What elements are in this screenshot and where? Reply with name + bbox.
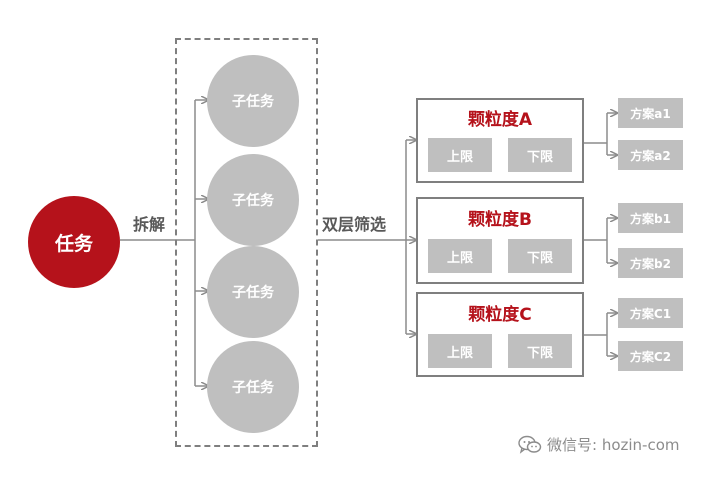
decompose-label: 拆解 — [133, 215, 166, 234]
granularity-box-a: 颗粒度A 上限 下限 — [416, 98, 584, 183]
subtask-node-3: 子任务 — [207, 246, 299, 338]
bound-upper-box: 上限 — [428, 138, 492, 172]
plan-label: 方案a2 — [630, 148, 671, 163]
plan-label: 方案C1 — [629, 306, 672, 321]
subtask-node-2: 子任务 — [207, 154, 299, 246]
bound-lower-box: 下限 — [508, 334, 572, 368]
plan-node-c1: 方案C1 — [618, 298, 683, 328]
subtask-label: 子任务 — [232, 380, 274, 396]
subtask-group-box — [175, 38, 318, 447]
task-label: 任务 — [54, 232, 93, 255]
subtask-label: 子任务 — [232, 285, 274, 301]
granularity-box-c: 颗粒度C 上限 下限 — [416, 292, 584, 377]
subtask-node-1: 子任务 — [207, 55, 299, 147]
bound-upper-box: 上限 — [428, 334, 492, 368]
granularity-title: 颗粒度B — [468, 209, 532, 230]
subtask-label: 子任务 — [232, 193, 274, 209]
subtask-label: 子任务 — [232, 94, 274, 110]
plan-node-b1: 方案b1 — [618, 203, 683, 233]
plan-label: 方案C2 — [629, 349, 672, 364]
plan-label: 方案b2 — [630, 256, 671, 271]
wechat-icon — [518, 435, 542, 454]
bound-label: 下限 — [526, 345, 553, 361]
bound-upper-box: 上限 — [428, 239, 492, 273]
granularity-title: 颗粒度C — [468, 304, 532, 325]
bound-label: 下限 — [526, 250, 553, 266]
bound-lower-box: 下限 — [508, 239, 572, 273]
filter-label: 双层筛选 — [322, 215, 387, 234]
bound-label: 上限 — [446, 149, 473, 165]
bound-label: 上限 — [446, 250, 473, 266]
bound-label: 下限 — [526, 149, 553, 165]
plan-label: 方案b1 — [630, 211, 671, 226]
bound-label: 上限 — [446, 345, 473, 361]
granularity-title: 颗粒度A — [467, 109, 533, 130]
plan-label: 方案a1 — [630, 106, 671, 121]
plan-node-c2: 方案C2 — [618, 341, 683, 371]
plan-node-b2: 方案b2 — [618, 248, 683, 278]
plan-node-a2: 方案a2 — [618, 140, 683, 170]
watermark: 微信号: hozin-com — [518, 434, 680, 455]
subtask-node-4: 子任务 — [207, 341, 299, 433]
task-node: 任务 — [28, 196, 120, 288]
plan-node-a1: 方案a1 — [618, 98, 683, 128]
granularity-box-b: 颗粒度B 上限 下限 — [416, 197, 584, 284]
bound-lower-box: 下限 — [508, 138, 572, 172]
watermark-text: 微信号: hozin-com — [547, 436, 680, 454]
